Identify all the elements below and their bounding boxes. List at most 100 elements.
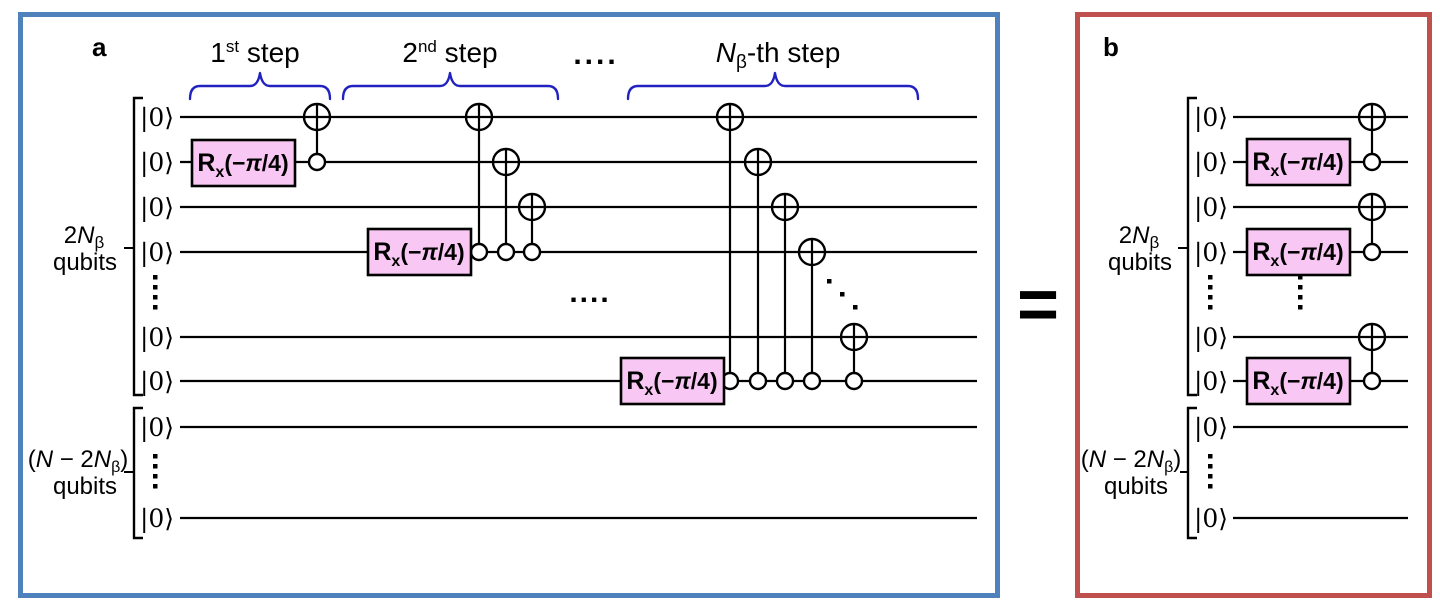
gate-axis-sub: x bbox=[644, 382, 653, 399]
vdots bbox=[153, 484, 158, 489]
ket-zero: |0⟩ bbox=[1194, 367, 1228, 397]
vdots bbox=[1208, 454, 1213, 459]
ket-zero: |0⟩ bbox=[1194, 323, 1228, 353]
rx-gate: Rx(−π/4) bbox=[1245, 137, 1352, 187]
gate-r: R bbox=[197, 149, 215, 177]
ket-zero: |0⟩ bbox=[1194, 103, 1228, 133]
ket-zero: |0⟩ bbox=[140, 193, 174, 223]
open-control bbox=[522, 242, 542, 262]
step-1-number: 1 bbox=[210, 37, 226, 68]
cnot-gate bbox=[839, 322, 869, 391]
open-control bbox=[1362, 242, 1382, 262]
group-bottom-paren: ( bbox=[28, 446, 36, 473]
rx-gate-label: Rx(−π/4) bbox=[1252, 238, 1343, 270]
gate-paren-open: (− bbox=[1279, 239, 1300, 265]
step-annotations: 1st step 2nd step .... Nβ-th step bbox=[188, 37, 920, 101]
ket-zero: |0⟩ bbox=[140, 103, 174, 133]
rx-gate: Rx(−π/4) bbox=[366, 227, 473, 277]
rx-gate-label: Rx(−π/4) bbox=[1252, 367, 1343, 399]
gate-pi: π bbox=[1300, 368, 1317, 394]
rx-gate: Rx(−π/4) bbox=[1245, 356, 1352, 406]
panel-b-qubit-group-bottom: (N − 2Nβ) qubits bbox=[1081, 406, 1197, 540]
cnot-gate bbox=[743, 147, 773, 391]
rx-gate: Rx(−π/4) bbox=[190, 138, 297, 188]
ket-zero: |0⟩ bbox=[1194, 193, 1228, 223]
cnot-gate bbox=[1357, 102, 1387, 172]
rx-gate-box bbox=[1245, 356, 1352, 406]
equals-sign: = bbox=[1017, 265, 1059, 345]
ket-zero: |0⟩ bbox=[140, 413, 174, 443]
step-1-text: step bbox=[239, 37, 300, 68]
panel-b-kets: |0⟩ |0⟩ |0⟩ |0⟩ |0⟩ |0⟩ |0⟩ |0⟩ bbox=[1194, 103, 1228, 534]
group-top-count: 2Nβ bbox=[1119, 222, 1160, 252]
step-1-ordinal-sup: st bbox=[226, 37, 240, 56]
gate-paren-close: /4) bbox=[1317, 149, 1344, 175]
step-2-text: step bbox=[437, 37, 498, 68]
cnot-gate bbox=[715, 102, 745, 391]
gate-pi: π bbox=[674, 368, 691, 394]
gate-r: R bbox=[626, 367, 644, 395]
step-1-label: 1st step bbox=[210, 37, 300, 68]
steps-ellipsis-dots: .... bbox=[573, 38, 618, 71]
step-2-number: 2 bbox=[402, 37, 418, 68]
group-bottom-minus: − 2 bbox=[1106, 446, 1147, 473]
group-bottom-symbol-1: N bbox=[36, 446, 54, 473]
group-bottom-paren-close: ) bbox=[1173, 446, 1181, 473]
gate-pi: π bbox=[1300, 239, 1317, 265]
step-n-label: Nβ-th step bbox=[716, 37, 841, 73]
rx-gate: Rx(−π/4) bbox=[1245, 227, 1352, 277]
vdots bbox=[153, 305, 158, 310]
panel-a-label: a bbox=[92, 32, 107, 62]
group-bottom-count: (N − 2Nβ) bbox=[1081, 446, 1182, 476]
panel-a-ellipsis-columns bbox=[153, 275, 158, 489]
open-control bbox=[1362, 152, 1382, 172]
ket-zero: |0⟩ bbox=[1194, 148, 1228, 178]
vdots bbox=[1208, 474, 1213, 479]
ket-zero: |0⟩ bbox=[140, 323, 174, 353]
open-control bbox=[307, 152, 327, 172]
vdots bbox=[153, 285, 158, 290]
cnot-gate bbox=[302, 102, 332, 172]
vdots bbox=[1298, 275, 1303, 280]
panel-a-border bbox=[18, 12, 1000, 598]
ket-zero: |0⟩ bbox=[1194, 504, 1228, 534]
gate-axis-sub: x bbox=[215, 164, 224, 181]
step-n-text: -th step bbox=[747, 37, 840, 68]
gate-paren-open: (− bbox=[653, 368, 674, 394]
qubit-bracket-top bbox=[132, 96, 143, 397]
rx-gate-label: Rx(−π/4) bbox=[197, 149, 288, 181]
panel-a-qubit-group-bottom: (N − 2Nβ) qubits bbox=[28, 406, 143, 540]
open-control bbox=[775, 371, 795, 391]
step-2-brace bbox=[341, 71, 560, 101]
rx-gate-box bbox=[1245, 137, 1352, 187]
vdots bbox=[1298, 305, 1303, 310]
gate-axis-sub: x bbox=[391, 253, 400, 270]
group-bottom-paren-close: ) bbox=[120, 446, 128, 473]
panel-a-wires bbox=[180, 115, 977, 520]
gate-paren-close: /4) bbox=[262, 150, 289, 176]
diagonal-ellipsis bbox=[827, 279, 858, 310]
vdots bbox=[153, 275, 158, 280]
group-bottom-symbol-2: N bbox=[94, 446, 112, 473]
rx-gate-box bbox=[619, 356, 726, 406]
vdots bbox=[1208, 305, 1213, 310]
ket-zero: |0⟩ bbox=[1194, 238, 1228, 268]
qubit-bracket-top bbox=[1186, 96, 1197, 397]
ket-zero: |0⟩ bbox=[140, 238, 174, 268]
gate-pi: π bbox=[421, 239, 438, 265]
panel-b: b 2Nβ qubits (N − 2Nβ) qubits |0⟩ bbox=[1075, 12, 1432, 598]
open-control bbox=[748, 371, 768, 391]
step-n-symbol: N bbox=[716, 37, 737, 68]
panel-b-qubit-group-top: 2Nβ qubits bbox=[1108, 96, 1197, 397]
ket-zero: |0⟩ bbox=[140, 504, 174, 534]
rx-gate-label: Rx(−π/4) bbox=[1252, 148, 1343, 180]
group-top-coeff: 2 bbox=[1119, 222, 1132, 249]
cnot-gate bbox=[1357, 192, 1387, 262]
step-2-label: 2nd step bbox=[402, 37, 497, 68]
rx-gate-box bbox=[190, 138, 297, 188]
vdots bbox=[153, 454, 158, 459]
group-top-coeff: 2 bbox=[64, 222, 77, 249]
rx-gate-box bbox=[366, 227, 473, 277]
panel-a: a 1st step 2nd step .... Nβ-th step 2Nβ … bbox=[18, 12, 1000, 598]
